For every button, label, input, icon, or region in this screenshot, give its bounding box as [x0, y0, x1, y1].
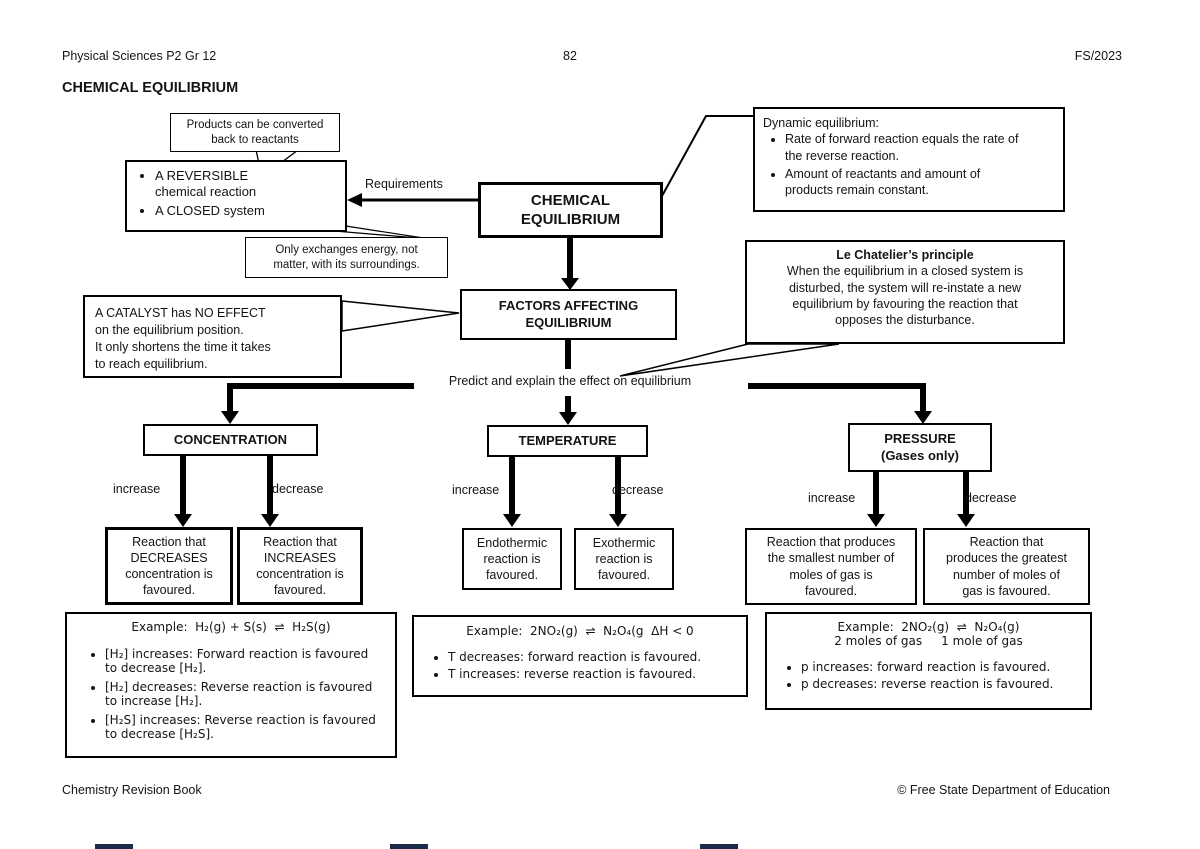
temp-increase-label: increase	[452, 483, 500, 497]
catalyst-callout-tail	[341, 300, 460, 332]
dynamic-equilibrium-box: Dynamic equilibrium: Rate of forward rea…	[753, 107, 1065, 212]
conc-increase-result: Reaction that DECREASES concentration is…	[105, 527, 233, 605]
dynamic-bullet-1: Rate of forward reaction equals the rate…	[785, 131, 1027, 164]
temp-example-bullet-2: T increases: reverse reaction is favoure…	[448, 667, 738, 681]
footer-right: © Free State Department of Education	[897, 783, 1110, 797]
requirement-reversible: A REVERSIBLE chemical reaction	[155, 168, 341, 201]
dynamic-title: Dynamic equilibrium:	[763, 116, 880, 130]
pressure-increase-label: increase	[808, 491, 856, 505]
le-chatelier-box: Le Chatelier’s principle When the equili…	[745, 240, 1065, 344]
requirements-box: A REVERSIBLE chemical reaction A CLOSED …	[125, 160, 347, 232]
requirements-arrowhead	[347, 193, 362, 207]
conc-increase-label: increase	[113, 482, 161, 496]
concentration-node: CONCENTRATION	[143, 424, 318, 456]
pressure-example-bullet-1: p increases: forward reaction is favoure…	[801, 660, 1082, 674]
temperature-example-box: Example: 2NO₂(g) ⇌ N₂O₄(g ΔH < 0 T decre…	[412, 615, 748, 697]
pressure-example-title: Example: 2NO₂(g) ⇌ N₂O₄(g)	[837, 620, 1020, 634]
footer-left: Chemistry Revision Book	[62, 783, 202, 797]
pressure-decrease-label: decrease	[965, 491, 1017, 505]
predict-label: Predict and explain the effect on equili…	[448, 374, 692, 388]
temperature-node: TEMPERATURE	[487, 425, 648, 457]
scan-artifact	[390, 844, 428, 849]
header-right: FS/2023	[1074, 49, 1122, 63]
conc-decrease-label: decrease	[272, 482, 324, 496]
scan-artifact	[95, 844, 133, 849]
factors-node: FACTORS AFFECTING EQUILIBRIUM	[460, 289, 677, 340]
pressure-example-box: Example: 2NO₂(g) ⇌ N₂O₄(g) 2 moles of ga…	[765, 612, 1092, 710]
temp-example-title: Example: 2NO₂(g) ⇌ N₂O₄(g ΔH < 0	[466, 624, 694, 638]
le-chatelier-body: When the equilibrium in a closed system …	[786, 264, 1024, 327]
pressure-increase-result: Reaction that produces the smallest numb…	[745, 528, 917, 605]
dynamic-connector	[661, 115, 753, 197]
catalyst-note-box: A CATALYST has NO EFFECT on the equilibr…	[83, 295, 342, 378]
conc-example-title: Example: H₂(g) + S(s) ⇌ H₂S(g)	[131, 620, 331, 634]
requirement-closed-system: A CLOSED system	[155, 203, 341, 219]
lechatelier-callout-tail	[619, 343, 840, 377]
page-number: 82	[563, 49, 577, 63]
chemical-equilibrium-node: CHEMICAL EQUILIBRIUM	[478, 182, 663, 238]
temp-example-bullet-1: T decreases: forward reaction is favoure…	[448, 650, 738, 664]
requirements-label: Requirements	[365, 177, 443, 191]
header-left: Physical Sciences P2 Gr 12	[62, 49, 217, 63]
scan-artifact	[700, 844, 738, 849]
page-title: CHEMICAL EQUILIBRIUM	[62, 80, 239, 96]
conc-example-bullet-2: [H₂] decreases: Reverse reaction is favo…	[105, 680, 383, 708]
conc-example-bullet-1: [H₂] increases: Forward reaction is favo…	[105, 647, 383, 675]
conc-decrease-result: Reaction that INCREASES concentration is…	[237, 527, 363, 605]
pressure-node: PRESSURE (Gases only)	[848, 423, 992, 472]
pressure-example-subtitle: 2 moles of gas 1 mole of gas	[834, 634, 1023, 648]
pressure-example-bullet-2: p decreases: reverse reaction is favoure…	[801, 677, 1082, 691]
branch-pressure	[748, 383, 926, 412]
temp-increase-result: Endothermic reaction is favoured.	[462, 528, 562, 590]
closed-system-callout: Only exchanges energy, not matter, with …	[245, 237, 448, 278]
temp-decrease-result: Exothermic reaction is favoured.	[574, 528, 674, 590]
conc-example-bullet-3: [H₂S] increases: Reverse reaction is fav…	[105, 713, 383, 741]
dynamic-bullet-2: Amount of reactants and amount of produc…	[785, 166, 1027, 199]
temp-decrease-label: decrease	[612, 483, 664, 497]
pressure-decrease-result: Reaction that produces the greatest numb…	[923, 528, 1090, 605]
branch-concentration	[227, 383, 414, 412]
le-chatelier-title: Le Chatelier’s principle	[836, 248, 974, 262]
concentration-example-box: Example: H₂(g) + S(s) ⇌ H₂S(g) [H₂] incr…	[65, 612, 397, 758]
products-callout: Products can be converted back to reacta…	[170, 113, 340, 152]
